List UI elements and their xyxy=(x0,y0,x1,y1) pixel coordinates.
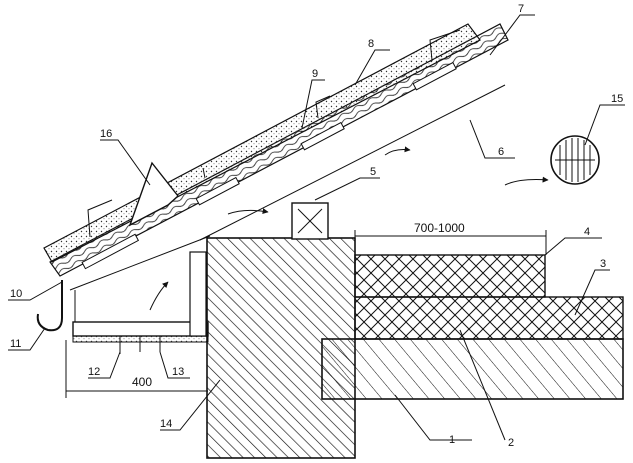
callout-10: 10 xyxy=(10,288,22,300)
insulation-layer-main xyxy=(354,296,624,340)
callout-3: 3 xyxy=(600,258,606,270)
leader-9 xyxy=(301,79,325,129)
callout-9: 9 xyxy=(312,68,318,80)
leader-15 xyxy=(584,104,625,146)
tile-fixing-2 xyxy=(195,176,240,206)
leader-6 xyxy=(469,119,515,159)
callout-15: 15 xyxy=(611,93,623,105)
leader-13 xyxy=(159,351,190,379)
callout-11: 11 xyxy=(10,338,21,350)
leader-8 xyxy=(354,49,390,86)
fascia-board xyxy=(189,251,207,337)
tile-step-1 xyxy=(87,199,113,238)
soffit-board xyxy=(72,321,209,337)
floor-slab xyxy=(321,338,624,400)
callout-1: 1 xyxy=(449,434,455,446)
airflow-arrow-2 xyxy=(227,208,269,215)
callout-6: 6 xyxy=(498,146,504,158)
vent-grille xyxy=(550,135,600,185)
airflow-arrow-1 xyxy=(149,281,169,311)
underlay-line-lower xyxy=(69,235,211,291)
callout-14: 14 xyxy=(160,418,172,430)
roof-assembly xyxy=(36,23,509,332)
leader-5 xyxy=(314,177,380,201)
callout-12: 12 xyxy=(88,366,100,378)
leader-10 xyxy=(8,281,63,301)
leader-16 xyxy=(100,139,151,186)
leader-2 xyxy=(459,329,506,441)
leader-1 xyxy=(394,394,472,441)
callout-8: 8 xyxy=(368,38,374,50)
callout-7: 7 xyxy=(518,3,524,15)
leader-14 xyxy=(160,379,221,431)
callout-16: 16 xyxy=(100,128,112,140)
dimension-700-1000: 700-1000 xyxy=(414,221,465,235)
tile-fixing-1 xyxy=(81,233,140,270)
tile-fixing-3 xyxy=(300,121,345,151)
callout-4: 4 xyxy=(584,226,590,238)
callout-13: 13 xyxy=(172,366,184,378)
eaves-soffit xyxy=(72,251,209,354)
tile-step-4 xyxy=(429,29,461,61)
underlay-line xyxy=(199,84,506,241)
airflow-arrow-4 xyxy=(504,176,549,186)
tile-fixing-4 xyxy=(412,61,457,91)
gutter-hook xyxy=(36,280,63,332)
dimension-400: 400 xyxy=(132,375,152,389)
snow-guard xyxy=(128,161,179,227)
wall-plate-cross-2 xyxy=(297,208,323,234)
leader-3 xyxy=(574,269,610,316)
leader-7 xyxy=(489,14,535,56)
leader-11 xyxy=(8,327,46,351)
leader-4 xyxy=(544,237,602,256)
tile-step-2 xyxy=(202,167,206,179)
leader-12 xyxy=(88,351,121,379)
callout-5: 5 xyxy=(370,166,376,178)
callout-2: 2 xyxy=(508,437,514,449)
airflow-arrow-3 xyxy=(384,146,411,156)
insulation-layer-top xyxy=(354,254,546,298)
tile-step-3 xyxy=(315,95,331,119)
